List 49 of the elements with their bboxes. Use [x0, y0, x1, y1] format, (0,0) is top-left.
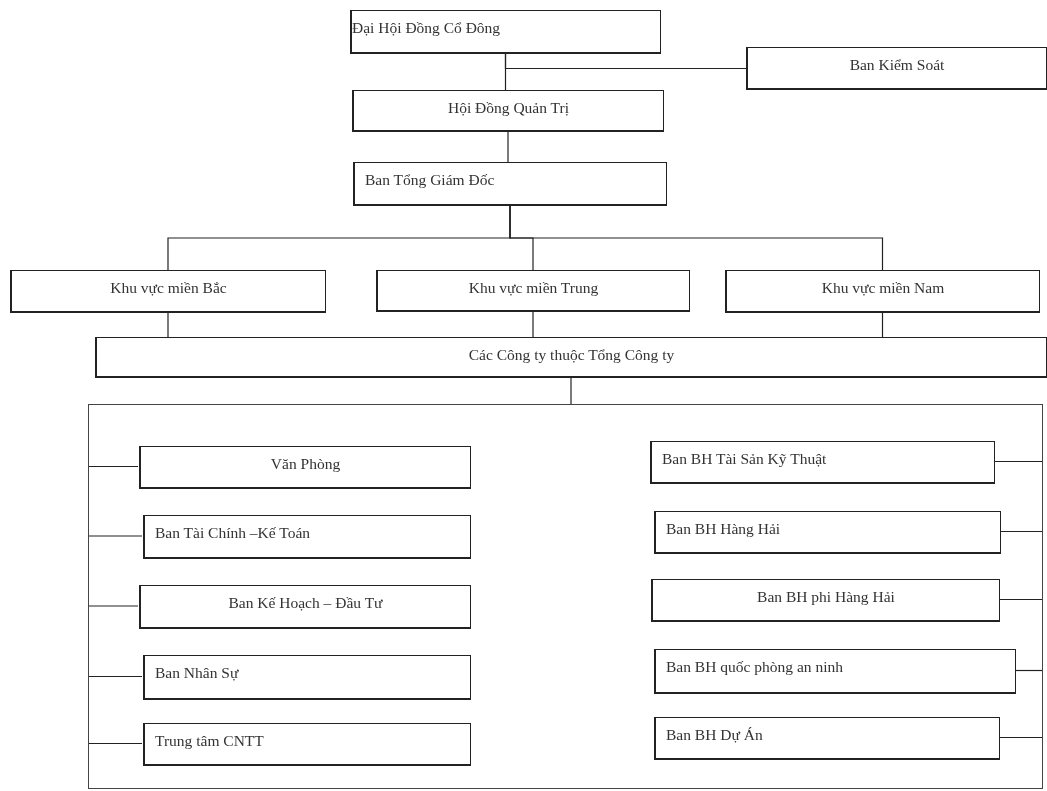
unit-name: Các Công ty thuộc Tổng Công ty — [467, 345, 676, 364]
unit-name: Ban Tổng Giám Đốc — [364, 170, 496, 189]
connector-line — [532, 311, 534, 338]
unit-name: Ban BH phi Hàng Hải — [756, 587, 896, 606]
unit-name: Trung tâm CNTT — [154, 731, 265, 750]
unit-name: Khu vực miền Bắc — [109, 278, 228, 297]
container-frame — [88, 404, 1043, 789]
org-unit-box — [654, 511, 1001, 554]
org-unit-box — [654, 717, 1000, 760]
org-unit-box — [725, 270, 1040, 313]
connector-line — [504, 53, 507, 91]
org-unit-box — [353, 162, 667, 206]
org-unit-box — [143, 655, 471, 700]
unit-name: Đại Hội Đồng Cổ Đông — [352, 18, 502, 37]
org-unit-box — [139, 446, 471, 489]
connector-line — [87, 742, 143, 745]
org-unit-box — [350, 10, 661, 54]
unit-name: Khu vực miền Nam — [820, 278, 946, 297]
org-unit-box — [376, 270, 690, 312]
connector-line — [570, 377, 572, 405]
connector-line — [87, 675, 143, 678]
connector-line — [87, 605, 139, 607]
org-unit-box — [651, 579, 1000, 622]
connector-line — [881, 312, 884, 338]
unit-name: Ban Nhân Sự — [154, 663, 240, 682]
connector-line — [167, 312, 169, 338]
org-unit-box — [95, 337, 1047, 378]
unit-name: Hội Đồng Quản Trị — [447, 98, 570, 117]
unit-name: Ban Kế Hoạch – Đầu Tư — [227, 593, 384, 612]
org-unit-box — [10, 270, 326, 313]
org-unit-box — [746, 47, 1047, 90]
org-unit-box — [650, 441, 995, 484]
unit-name: Ban BH quốc phòng an ninh — [665, 657, 844, 676]
unit-name: Ban BH Tài Sản Kỹ Thuật — [661, 449, 828, 468]
org-unit-box — [143, 723, 471, 766]
org-unit-box — [654, 649, 1016, 694]
unit-name: Ban BH Dự Án — [665, 725, 764, 744]
org-unit-box — [139, 585, 471, 629]
connector-line — [509, 205, 884, 271]
connector-line — [87, 465, 139, 468]
unit-name: Ban Tài Chính –Kế Toán — [154, 523, 312, 542]
org-unit-box — [143, 515, 471, 559]
unit-name: Ban BH Hàng Hải — [665, 519, 782, 538]
org-unit-box — [352, 90, 664, 132]
unit-name: Khu vực miền Trung — [467, 278, 600, 297]
unit-name: Văn Phòng — [269, 454, 342, 473]
connector-line — [87, 535, 143, 537]
connector-line — [507, 131, 509, 163]
unit-name: Ban Kiểm Soát — [848, 55, 946, 74]
